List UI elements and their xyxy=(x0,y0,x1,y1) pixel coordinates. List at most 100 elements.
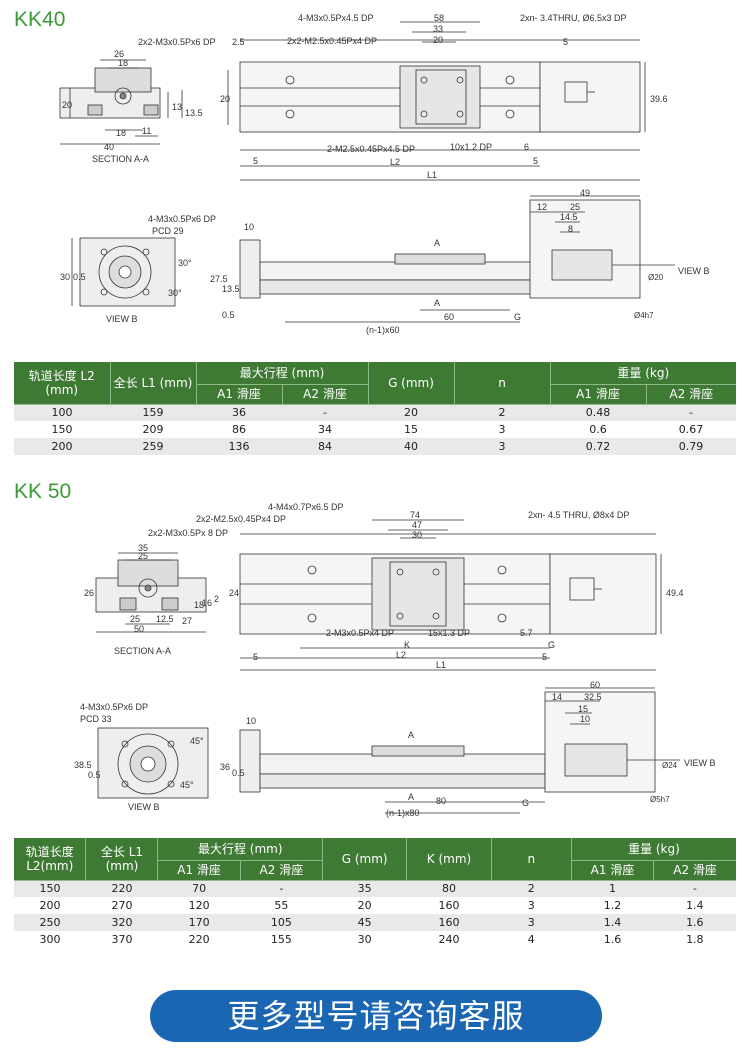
svg-text:A: A xyxy=(408,730,414,740)
svg-text:12.5: 12.5 xyxy=(156,614,174,624)
svg-text:2-M3x0.5Px4 DP: 2-M3x0.5Px4 DP xyxy=(326,628,394,638)
header-rail-length: 轨道长度 L2 (mm) xyxy=(14,362,111,405)
svg-text:2x2-M2.5x0.45Px4 DP: 2x2-M2.5x0.45Px4 DP xyxy=(196,514,286,524)
svg-text:2x2-M3x0.5Px6 DP: 2x2-M3x0.5Px6 DP xyxy=(138,37,216,47)
svg-text:13: 13 xyxy=(172,102,182,112)
kk50-top-view: 4-M4x0.7Px6.5 DP 2x2-M2.5x0.45Px4 DP 2x2… xyxy=(148,502,684,671)
svg-text:4-M3x0.5Px6 DP: 4-M3x0.5Px6 DP xyxy=(80,702,148,712)
header-rail-length: 轨道长度 L2(mm) xyxy=(14,838,87,881)
svg-text:SECTION A-A: SECTION A-A xyxy=(114,646,171,656)
svg-text:G: G xyxy=(548,640,555,650)
svg-text:74: 74 xyxy=(410,510,420,520)
svg-text:15x1.3 DP: 15x1.3 DP xyxy=(428,628,470,638)
header-n: n xyxy=(491,838,572,881)
svg-text:L2: L2 xyxy=(396,650,406,660)
svg-text:2x2-M3x0.5Px 8 DP: 2x2-M3x0.5Px 8 DP xyxy=(148,528,228,538)
svg-text:2xn- 3.4THRU, Ø6.5x3 DP: 2xn- 3.4THRU, Ø6.5x3 DP xyxy=(520,13,627,23)
header-g: G (mm) xyxy=(322,838,408,881)
svg-text:58: 58 xyxy=(434,13,444,23)
svg-text:45°: 45° xyxy=(190,736,204,746)
kk50-view-b: 4-M3x0.5Px6 DP PCD 33 38.5 0.5 45° 45° V… xyxy=(74,702,209,812)
svg-text:Ø5h7: Ø5h7 xyxy=(650,795,670,804)
header-max-stroke: 最大行程 (mm) xyxy=(196,362,369,385)
svg-text:30: 30 xyxy=(412,530,422,540)
svg-text:VIEW B: VIEW B xyxy=(678,266,710,276)
header-k: K (mm) xyxy=(406,838,492,881)
svg-text:18: 18 xyxy=(194,600,204,610)
svg-text:30: 30 xyxy=(60,272,70,282)
kk50-side-view: 10 36 0.5 60 14 32.5 15 10 A A 80 G (n-1… xyxy=(220,680,716,818)
svg-text:40: 40 xyxy=(104,142,114,152)
kk40-title: KK40 xyxy=(14,8,66,31)
svg-text:30°: 30° xyxy=(178,258,192,268)
header-weight-a1: A1 滑座 xyxy=(550,384,647,405)
svg-text:5: 5 xyxy=(253,652,258,662)
svg-text:5.7: 5.7 xyxy=(520,628,533,638)
svg-text:45°: 45° xyxy=(180,780,194,790)
kk50-section-aa: 35 25 25 12.5 50 26 27 18 16 2 SECTION A… xyxy=(84,543,219,656)
svg-text:39.6: 39.6 xyxy=(650,94,668,104)
header-stroke-a1: A1 滑座 xyxy=(157,860,241,881)
svg-text:47: 47 xyxy=(412,520,422,530)
svg-text:8: 8 xyxy=(568,224,573,234)
svg-text:14: 14 xyxy=(552,692,562,702)
svg-text:A: A xyxy=(434,238,440,248)
svg-text:(n-1)x60: (n-1)x60 xyxy=(366,325,400,335)
svg-text:80: 80 xyxy=(436,796,446,806)
header-max-stroke: 最大行程 (mm) xyxy=(157,838,323,861)
svg-text:50: 50 xyxy=(134,624,144,634)
svg-text:32.5: 32.5 xyxy=(584,692,602,702)
svg-text:25: 25 xyxy=(130,614,140,624)
svg-text:A: A xyxy=(408,792,414,802)
header-total-length: 全长 L1 (mm) xyxy=(85,838,159,881)
kk40-top-view: 4-M3x0.5Px4.5 DP 2x2-M3x0.5Px6 DP 2x2-M2… xyxy=(138,13,668,181)
svg-text:27.5: 27.5 xyxy=(210,274,228,284)
kk40-section-aa: 26 18 18 11 40 20 13 13.5 SECTION A-A xyxy=(59,49,203,164)
svg-text:26: 26 xyxy=(84,588,94,598)
svg-text:5: 5 xyxy=(533,156,538,166)
svg-text:20: 20 xyxy=(62,100,72,110)
svg-text:33: 33 xyxy=(433,24,443,34)
svg-text:49.4: 49.4 xyxy=(666,588,684,598)
svg-text:4-M4x0.7Px6.5 DP: 4-M4x0.7Px6.5 DP xyxy=(268,502,344,512)
svg-text:6: 6 xyxy=(524,142,529,152)
header-stroke-a1: A1 滑座 xyxy=(196,384,283,405)
svg-text:Ø20: Ø20 xyxy=(648,273,664,282)
svg-text:L1: L1 xyxy=(436,660,446,670)
header-stroke-a2: A2 滑座 xyxy=(282,384,369,405)
svg-text:5: 5 xyxy=(253,156,258,166)
svg-text:0.5: 0.5 xyxy=(73,272,86,282)
svg-text:2xn- 4.5 THRU, Ø8x4 DP: 2xn- 4.5 THRU, Ø8x4 DP xyxy=(528,510,629,520)
svg-text:G: G xyxy=(522,798,529,808)
svg-text:20: 20 xyxy=(220,94,230,104)
svg-text:16: 16 xyxy=(202,598,212,608)
header-total-length: 全长 L1 (mm) xyxy=(110,362,197,405)
svg-text:35: 35 xyxy=(138,543,148,553)
svg-text:15: 15 xyxy=(578,704,588,714)
contact-service-button[interactable]: 更多型号请咨询客服 xyxy=(150,990,602,1042)
svg-text:13.5: 13.5 xyxy=(185,108,203,118)
kk50-spec-table: 轨道长度 L2(mm) 全长 L1 (mm) 最大行程 (mm) G (mm) … xyxy=(14,838,736,948)
svg-text:30°: 30° xyxy=(168,288,182,298)
svg-text:PCD 33: PCD 33 xyxy=(80,714,112,724)
kk40-spec-table: 轨道长度 L2 (mm) 全长 L1 (mm) 最大行程 (mm) G (mm)… xyxy=(14,362,736,455)
svg-text:2-M2.5x0.45Px4.5 DP: 2-M2.5x0.45Px4.5 DP xyxy=(327,144,415,154)
svg-text:13.5: 13.5 xyxy=(222,284,240,294)
svg-text:2: 2 xyxy=(214,594,219,604)
svg-text:18: 18 xyxy=(118,58,128,68)
kk40-view-b: 4-M3x0.5Px6 DP PCD 29 30 0.5 30° 30° VIE… xyxy=(60,214,216,324)
header-weight: 重量 (kg) xyxy=(550,362,736,385)
svg-text:60: 60 xyxy=(444,312,454,322)
svg-text:L2: L2 xyxy=(390,157,400,167)
svg-text:10: 10 xyxy=(244,222,254,232)
svg-text:Ø4h7: Ø4h7 xyxy=(634,311,654,320)
kk50-drawing: 35 25 25 12.5 50 26 27 18 16 2 SECTION A… xyxy=(0,498,750,834)
svg-text:25: 25 xyxy=(570,202,580,212)
kk40-drawing: 26 18 18 11 40 20 13 13.5 SECTION A-A 4-… xyxy=(0,0,750,352)
